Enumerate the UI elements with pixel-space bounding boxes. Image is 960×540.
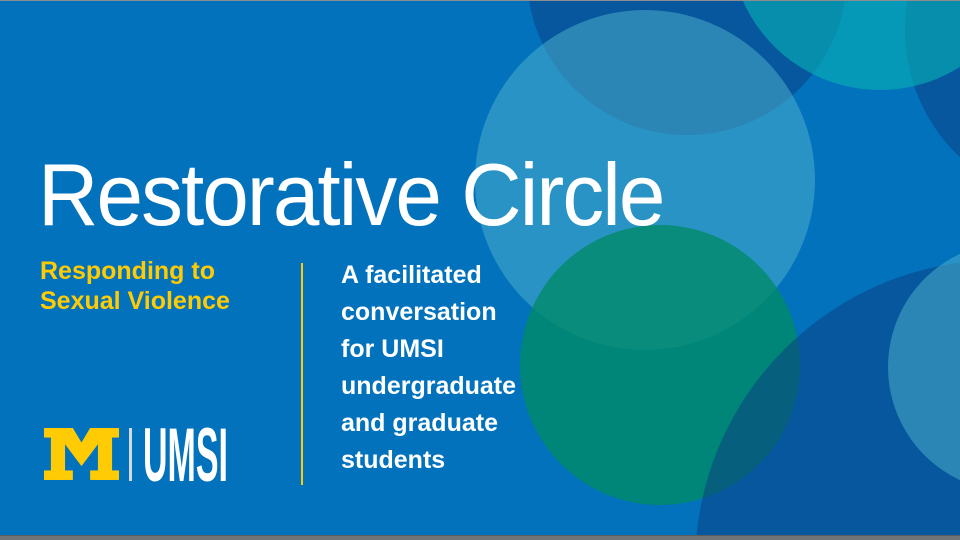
description-text: A facilitated conversation for UMSI unde… xyxy=(341,261,517,474)
vertical-divider xyxy=(301,263,303,485)
umsi-wordmark: UMSI xyxy=(143,426,228,483)
subtitle: Responding to Sexual Violence xyxy=(40,257,230,315)
block-m-icon xyxy=(44,428,119,480)
umsi-logo-lockup: UMSI xyxy=(44,426,229,484)
page-title: Restorative Circle xyxy=(38,145,665,244)
bottom-border xyxy=(0,535,960,540)
top-border xyxy=(0,0,960,1)
umsi-wordmark-text: UMSI xyxy=(143,426,228,483)
logo-divider-bar xyxy=(129,428,132,481)
